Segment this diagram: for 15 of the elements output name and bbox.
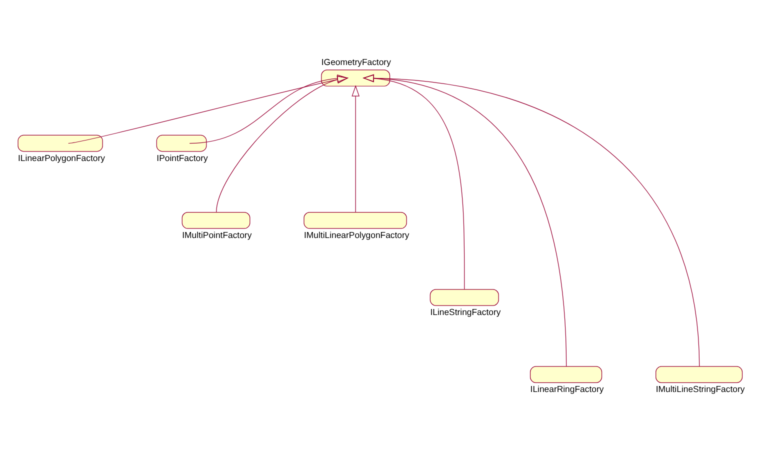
- node-label: ILinearPolygonFactory: [18, 152, 105, 163]
- arrow: [362, 74, 567, 367]
- arrow: [68, 76, 348, 144]
- node-label: ILinearRingFactory: [530, 384, 604, 394]
- arrow: [362, 74, 465, 290]
- node-label: IMultiLineStringFactory: [656, 384, 745, 394]
- node-label: IMultiPointFactory: [182, 230, 252, 240]
- arrow: [352, 85, 360, 213]
- node-label: ILineStringFactory: [430, 307, 501, 318]
- arrow: [216, 76, 348, 213]
- arrow: [189, 74, 348, 144]
- node-label: IPointFactory: [156, 152, 208, 163]
- node-label: IMultiLinearPolygonFactory: [304, 230, 410, 240]
- node-label: IGeometryFactory: [321, 57, 391, 68]
- arrow: [362, 74, 700, 367]
